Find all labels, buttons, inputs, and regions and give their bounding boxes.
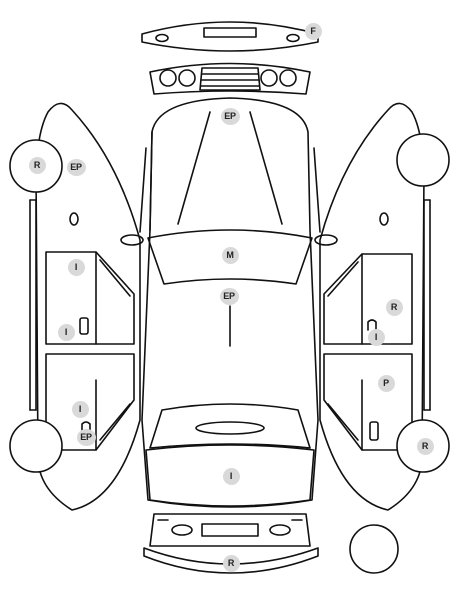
badge-left-front-wheel[interactable]: R — [28, 156, 46, 174]
rear-lights-shape[interactable] — [149, 513, 311, 547]
rear-bumper-shape[interactable] — [143, 547, 319, 574]
left-rear-wheel-shape[interactable] — [9, 419, 63, 473]
badge-trunk[interactable]: I — [222, 467, 240, 485]
badge-rear-bumper[interactable]: R — [222, 554, 240, 572]
badge-hood-front[interactable]: EP — [220, 107, 240, 125]
badge-right-front-door[interactable]: R — [385, 298, 403, 316]
right-side-shape[interactable] — [319, 102, 431, 511]
badge-front-bumper[interactable]: F — [304, 22, 322, 40]
badge-left-front-fender[interactable]: EP — [66, 158, 86, 176]
badge-left-rear-door[interactable]: I — [71, 400, 89, 418]
badge-right-rear-wheel[interactable]: R — [416, 437, 434, 455]
left-mirror-shape[interactable] — [120, 234, 144, 246]
badge-left-rear-door-lower[interactable]: EP — [76, 428, 96, 446]
badge-left-front-door[interactable]: I — [67, 258, 85, 276]
badge-roof-center[interactable]: EP — [219, 287, 239, 305]
right-front-wheel-shape[interactable] — [396, 133, 450, 187]
badge-right-rear-door[interactable]: P — [377, 374, 395, 392]
front-grille-shape[interactable] — [149, 62, 311, 95]
right-mirror-shape[interactable] — [314, 234, 338, 246]
left-side-shape[interactable] — [29, 102, 141, 511]
badge-right-front-door-lower[interactable]: I — [367, 328, 385, 346]
car-body-shape[interactable] — [139, 97, 321, 508]
spare-wheel-shape[interactable] — [349, 524, 399, 574]
badge-roof[interactable]: M — [221, 246, 239, 264]
badge-left-front-door-lower[interactable]: I — [57, 323, 75, 341]
front-bumper-shape[interactable] — [141, 21, 319, 52]
